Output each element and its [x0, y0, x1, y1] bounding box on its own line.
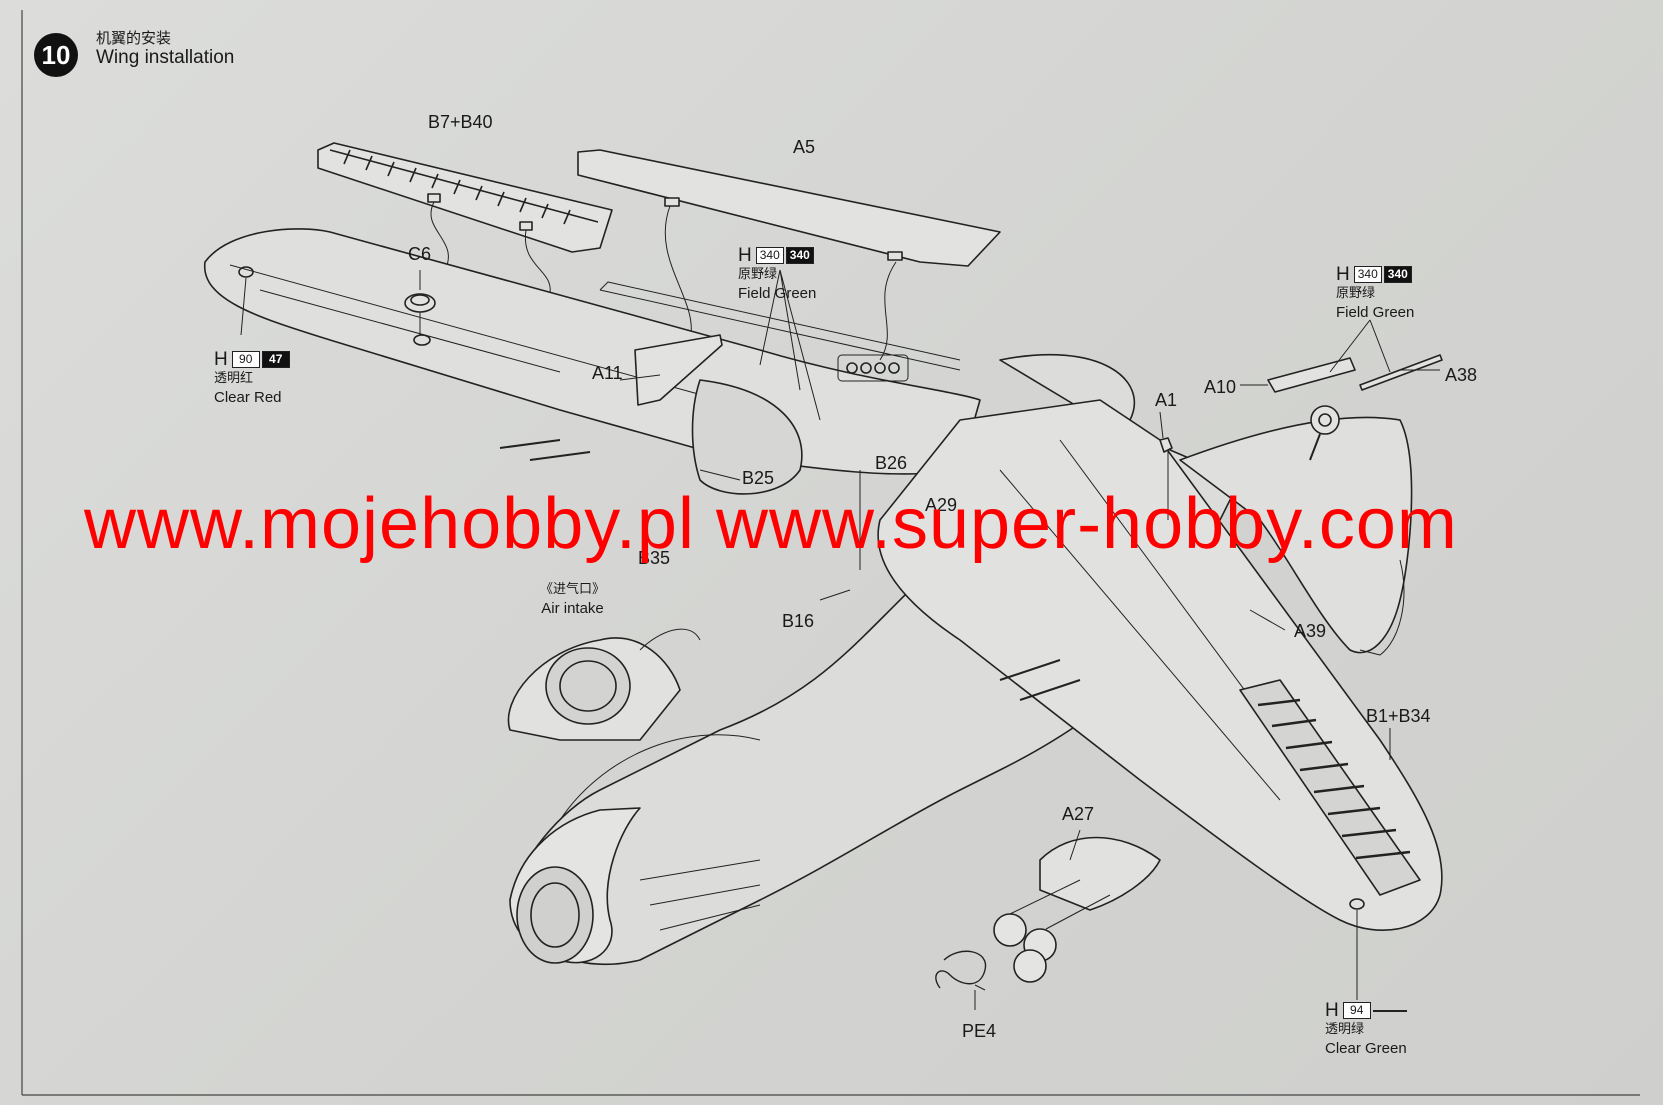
- label-a29: A29: [925, 495, 958, 515]
- paint-name-en: Clear Green: [1325, 1040, 1407, 1057]
- paint-code-box: 340: [1383, 266, 1412, 283]
- paint-code-box: 47: [261, 351, 290, 368]
- a10-part: [1267, 357, 1356, 461]
- a38-part: [1359, 354, 1443, 391]
- paint-h-prefix: H: [1325, 1000, 1339, 1021]
- step-title-chinese: 机翼的安装: [96, 29, 172, 47]
- label-a11: A11: [592, 363, 623, 383]
- step-title-english: Wing installation: [96, 47, 235, 68]
- label-b7-b40: B7+B40: [428, 112, 493, 132]
- c6-light-part: [404, 270, 436, 335]
- paint-code-box: 340: [755, 247, 784, 264]
- a11-part: [634, 334, 723, 406]
- label-b1-b34: B1+B34: [1366, 706, 1431, 726]
- label-a5: A5: [793, 137, 816, 157]
- paint-name-en: Clear Red: [214, 389, 282, 406]
- label-a1: A1: [1155, 390, 1178, 410]
- watermark-text: www.mojehobby.pl www.super-hobby.com: [84, 484, 1458, 564]
- paint-name-cn: 原野绿: [1336, 286, 1376, 301]
- label-a10: A10: [1204, 377, 1237, 397]
- label-b16: B16: [782, 611, 815, 631]
- air-intake-label-en: Air intake: [541, 600, 604, 617]
- right-wing-part: [877, 399, 1443, 931]
- a1-part: [1159, 437, 1173, 520]
- label-b26: B26: [875, 453, 908, 473]
- left-wing-part: [204, 228, 981, 475]
- label-b35: B35: [638, 548, 671, 568]
- paint-name-cn: 透明绿: [1325, 1022, 1365, 1037]
- paint-code-box: 90: [231, 351, 260, 368]
- label-c6: C6: [408, 244, 432, 264]
- paint-callout-clear-green: H 94 透明绿 Clear Green: [1325, 1001, 1407, 1058]
- paint-code-box: 340: [1353, 266, 1382, 283]
- air-intake-label: 《进气口》 Air intake: [540, 580, 605, 618]
- paint-callout-clear-red: H 90 47 透明红 Clear Red: [214, 350, 290, 407]
- paint-h-prefix: H: [214, 349, 228, 370]
- label-pe4: PE4: [962, 1021, 997, 1041]
- paint-callout-field-green-center: H 340 340 原野绿 Field Green: [738, 246, 816, 303]
- label-b25: B25: [742, 468, 775, 488]
- paint-code-box: 94: [1342, 1002, 1371, 1019]
- air-intake-part: [507, 628, 701, 741]
- paint-callout-field-green-right: H 340 340 原野绿 Field Green: [1336, 265, 1414, 322]
- a27-exhaust-part: [993, 836, 1161, 983]
- panel-a5-part: [577, 149, 1001, 267]
- paint-h-prefix: H: [738, 245, 752, 266]
- paint-code-box: [1372, 1009, 1407, 1012]
- paint-h-prefix: H: [1336, 264, 1350, 285]
- label-a27: A27: [1062, 804, 1095, 824]
- paint-name-cn: 透明红: [214, 371, 254, 386]
- paint-name-en: Field Green: [1336, 304, 1415, 321]
- air-intake-label-cn: 《进气口》: [540, 582, 606, 597]
- label-a38: A38: [1445, 365, 1478, 385]
- flap-b7-b40-part: [317, 142, 613, 253]
- label-a39: A39: [1294, 621, 1327, 641]
- pe4-part: [935, 950, 987, 991]
- step-number-badge: 10: [34, 33, 78, 77]
- paint-code-box: 340: [785, 247, 814, 264]
- paint-name-cn: 原野绿: [738, 267, 778, 282]
- paint-name-en: Field Green: [738, 285, 817, 302]
